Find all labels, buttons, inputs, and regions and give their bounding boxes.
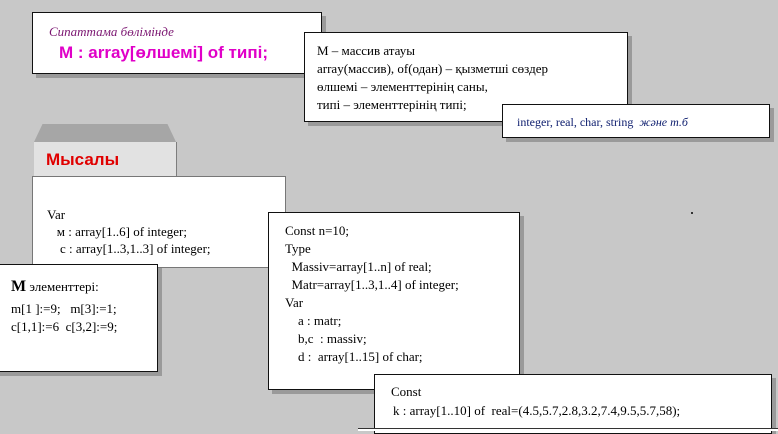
array-name: M (11, 278, 27, 295)
const-block-box: Const n=10; Type Massiv=array[1..n] of r… (268, 212, 520, 390)
elements-heading-text: элементтері: (26, 279, 99, 294)
explanation-line: M – массив атауы (317, 43, 415, 58)
code-line: Matr=array[1..3,1..4] of integer; (285, 277, 459, 292)
explanation-box: M – массив атауы array(массив), of(одан)… (304, 32, 628, 122)
element-assignment: c[1,1]:=6 c[3,2]:=9; (11, 319, 118, 334)
array-syntax: M : array[өлшемі] of типі; (59, 43, 268, 62)
elements-box: M элементтері: m[1 ]:=9; m[3]:=1; c[1,1]… (0, 264, 158, 372)
code-line: a : matr; (285, 313, 342, 328)
explanation-line: өлшемі – элементтерінің саны, (317, 79, 488, 94)
element-assignment: m[1 ]:=9; m[3]:=1; (11, 301, 117, 316)
types-tail: және т.б (639, 115, 688, 129)
code-line: Var (285, 295, 304, 310)
typed-const-box: Const k : array[1..10] of real=(4.5,5.7,… (374, 374, 772, 434)
code-line: Massiv=array[1..n] of real; (285, 259, 432, 274)
example-label: Мысалы (46, 150, 120, 169)
stray-dot (691, 212, 693, 214)
code-line: м : array[1..6] of integer; (47, 224, 187, 239)
code-line: b,c : massiv; (285, 331, 367, 346)
code-line: d : array[1..15] of char; (285, 349, 423, 364)
types-list: integer, real, char, string (517, 115, 634, 129)
example-tab: Мысалы (34, 142, 177, 178)
example-tab-bevel (34, 124, 176, 142)
code-line: Type (285, 241, 311, 256)
code-line: k : array[1..10] of real=(4.5,5.7,2.8,3.… (393, 403, 681, 418)
types-text: integer, real, char, string және т.б (517, 114, 688, 130)
code-line: Const (391, 384, 422, 399)
var-block-box: Var м : array[1..6] of integer; c : arra… (32, 176, 286, 268)
elements-heading: M элементтері: (11, 279, 99, 295)
code-line: Const n=10; (285, 223, 350, 238)
types-box: integer, real, char, string және т.б (502, 104, 770, 138)
code-line: Var (47, 207, 66, 222)
section-caption: Сипаттама бөлімінде (49, 24, 174, 39)
explanation-line: типі – элементтерінің типі; (317, 97, 467, 112)
code-line: c : array[1..3,1..3] of integer; (47, 241, 211, 256)
explanation-line: array(массив), of(одан) – қызметші сөзде… (317, 61, 548, 76)
syntax-title-box: Сипаттама бөлімінде M : array[өлшемі] of… (32, 12, 322, 74)
